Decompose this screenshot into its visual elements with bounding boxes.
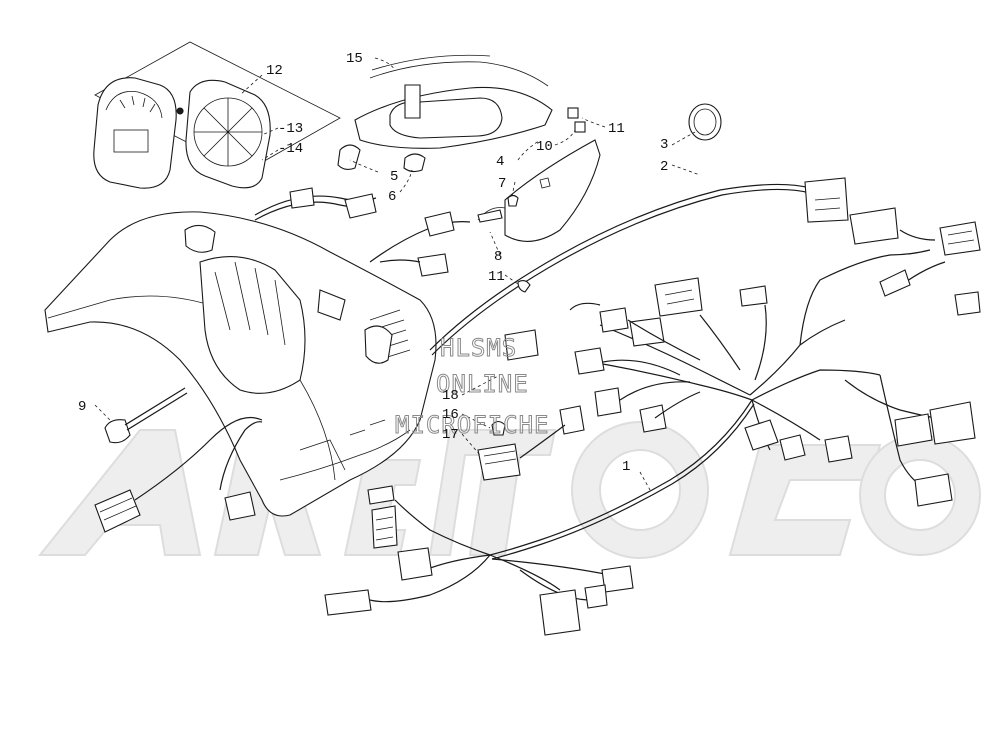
callout-18: 18 [442,388,459,404]
instrument-cluster [93,41,341,189]
callout-3: 3 [660,137,668,153]
callout-8: 8 [494,249,502,265]
gauge-harness [254,187,471,277]
fasteners [477,194,531,293]
callout-5: 5 [390,169,398,185]
callout-12: 12 [266,63,283,79]
callout-13: -13 [278,121,303,137]
callout-1: 1 [622,459,630,475]
brand-watermark-logo [37,421,981,559]
watermark-text: HLSMS ONLINE MICROFICHE [395,334,550,440]
headlight-pod [337,54,553,173]
callout-labels: 1 2 3 4 5 6 7 8 9 10 11 11 12 -13 -14 15… [78,51,668,475]
mounting-bracket [477,107,601,242]
lower-harness-branches [324,485,634,636]
leader-lines [94,57,701,491]
bolt-part [104,387,188,444]
speed-sensor-cable [429,177,849,356]
relay-modules [477,329,585,481]
main-wiring-harness [489,207,981,560]
watermark-line-1: HLSMS [440,334,517,362]
callout-7: 7 [498,176,506,192]
callout-2: 2 [660,159,668,175]
callout-11-bottom: 11 [488,269,505,285]
left-lower-harness [94,416,263,533]
callout-16: 16 [442,407,459,423]
callout-15: 15 [346,51,363,67]
callout-11-top: 11 [608,121,625,137]
callout-17: 17 [442,427,459,443]
callout-10: 10 [536,139,553,155]
callout-6: 6 [388,189,396,205]
callout-14: -14 [278,141,303,157]
watermark-line-3: MICROFICHE [395,411,550,439]
clamp-ring [688,103,722,141]
front-hood-fairing [44,211,437,517]
callout-4: 4 [496,154,504,170]
watermark-line-2: ONLINE [436,370,529,398]
callout-9: 9 [78,399,86,415]
